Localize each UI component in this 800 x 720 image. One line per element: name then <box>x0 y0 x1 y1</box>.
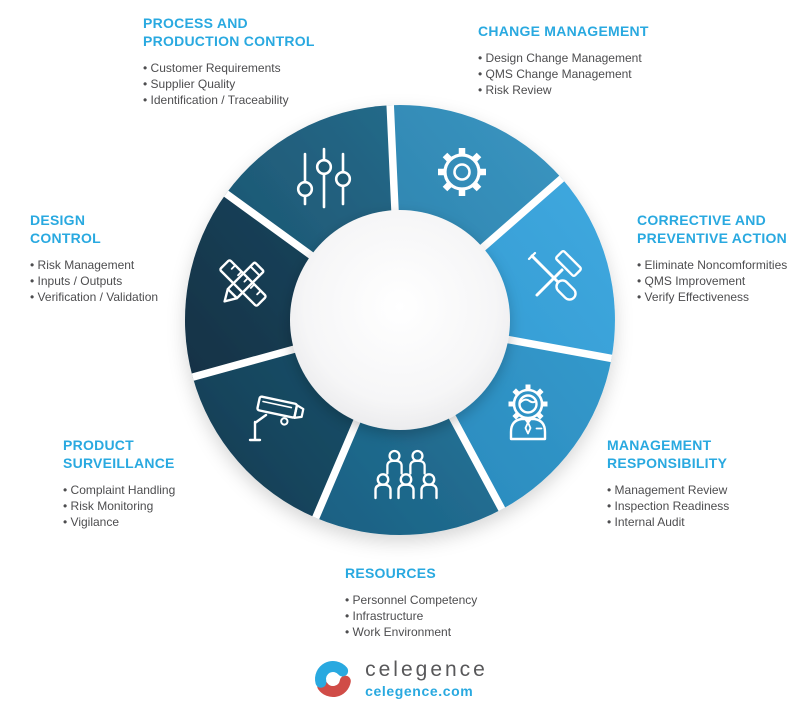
gear-icon <box>438 148 486 196</box>
section-title: MANAGEMENT RESPONSIBILITY <box>607 437 728 471</box>
bullet-item: Management Review <box>607 482 729 498</box>
bullet-item: Identification / Traceability <box>143 92 315 108</box>
celegence-logo: celegence celegence.com <box>0 656 800 702</box>
bullet-item: Work Environment <box>345 624 477 640</box>
bullet-item: Verification / Validation <box>30 289 159 305</box>
section-title: PROCESS AND PRODUCTION CONTROL <box>143 15 315 49</box>
bullet-item: Risk Review <box>478 82 649 98</box>
section-title: CORRECTIVE AND PREVENTIVE ACTION <box>637 212 787 246</box>
section-process-production-control: PROCESS AND PRODUCTION CONTROL Customer … <box>143 14 315 108</box>
section-title: PRODUCT SURVEILLANCE <box>63 437 175 471</box>
bullet-item: QMS Change Management <box>478 66 649 82</box>
celegence-wordmark: celegence <box>365 658 488 681</box>
people-icon <box>374 449 438 500</box>
section-change-management: CHANGE MANAGEMENT Design Change Manageme… <box>478 22 649 98</box>
section-design-control: DESIGN CONTROL Risk Management Inputs / … <box>30 211 158 305</box>
bullet-item: Personnel Competency <box>345 592 478 608</box>
wheel-center-circle <box>290 210 510 430</box>
section-title: CHANGE MANAGEMENT <box>478 23 649 39</box>
sliders-icon <box>296 147 352 209</box>
bullet-item: Supplier Quality <box>143 76 315 92</box>
section-title: RESOURCES <box>345 565 436 581</box>
bullet-item: Design Change Management <box>478 50 649 66</box>
bullet-item: Risk Management <box>30 257 158 273</box>
celegence-url: celegence.com <box>365 683 474 699</box>
bullet-item: Risk Monitoring <box>63 498 175 514</box>
bullet-item: Verify Effectiveness <box>637 289 787 305</box>
bullet-item: Internal Audit <box>607 514 729 530</box>
celegence-logo-icon <box>315 661 351 697</box>
bullet-item: Vigilance <box>63 514 175 530</box>
bullet-item: Eliminate Noncomformities <box>637 257 788 273</box>
tools-icon <box>527 250 582 301</box>
bullet-item: QMS Improvement <box>637 273 787 289</box>
camera-icon <box>248 395 305 442</box>
section-corrective-preventive-action: CORRECTIVE AND PREVENTIVE ACTION Elimina… <box>637 211 787 305</box>
section-resources: RESOURCES Personnel Competency Infrastru… <box>345 564 477 640</box>
section-title: DESIGN CONTROL <box>30 212 101 246</box>
person-gear-icon <box>508 384 548 441</box>
ruler-pencil-icon <box>219 259 267 307</box>
bullet-item: Inspection Readiness <box>607 498 730 514</box>
section-product-surveillance: PRODUCT SURVEILLANCE Complaint Handling … <box>63 436 175 530</box>
bullet-item: Infrastructure <box>345 608 477 624</box>
bullet-item: Complaint Handling <box>63 482 176 498</box>
bullet-item: Customer Requirements <box>143 60 315 76</box>
section-management-responsibility: MANAGEMENT RESPONSIBILITY Management Rev… <box>607 436 729 530</box>
bullet-item: Inputs / Outputs <box>30 273 158 289</box>
